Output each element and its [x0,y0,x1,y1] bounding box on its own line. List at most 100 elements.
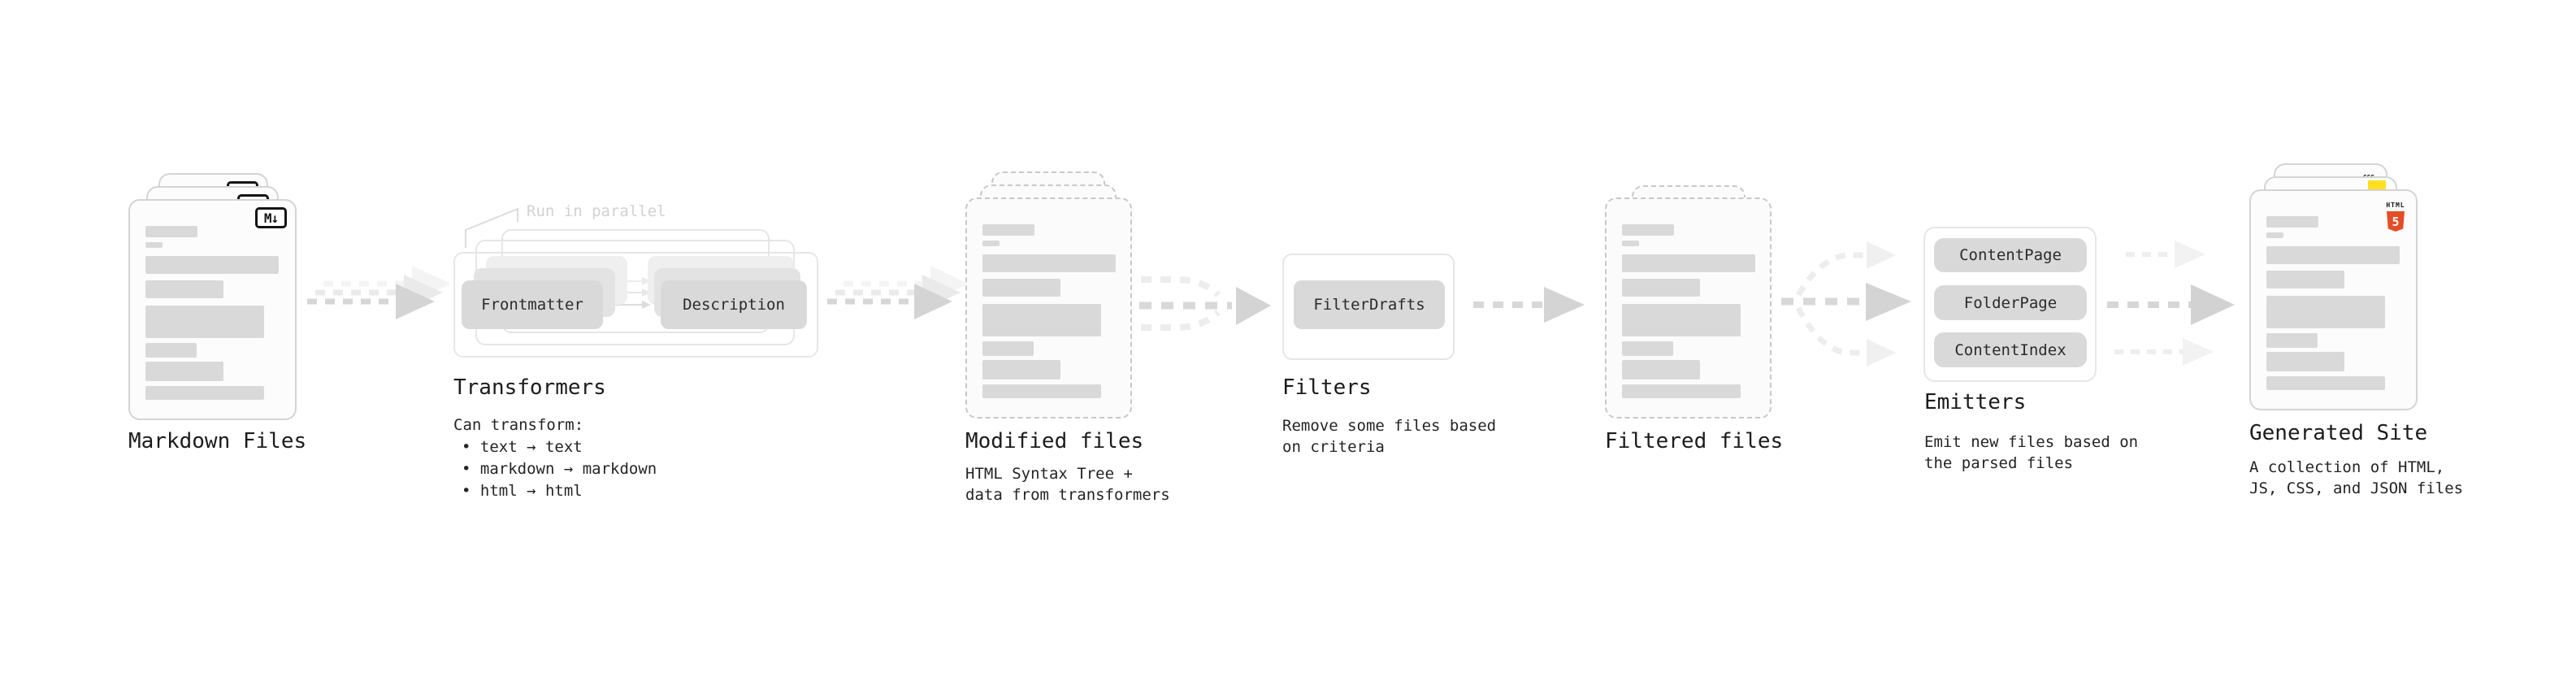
arrow-head [1867,339,1896,367]
arrow-head [1544,287,1585,323]
description-line: data from transformers [965,486,1170,504]
stage-title-transformers: Transformers [453,375,606,400]
content-line-bar [2266,232,2283,238]
stage-title-emitters: Emitters [1924,390,2027,414]
arrow-head [930,266,969,301]
content-line-bar [1622,360,1700,380]
frontmatter-transformer-box: Frontmatter [462,280,603,329]
arrow-ghost-layer [323,266,451,301]
arrow-ghost-layer [835,275,961,310]
content-line-bar [1622,384,1741,398]
arrow-head [404,275,443,310]
arrow-head [2183,338,2214,366]
arrow-ghost-layer [843,266,969,301]
arrow-head [2191,284,2235,325]
content-line-bar [1622,224,1674,236]
content-line-bar [982,384,1101,398]
stage-title-filtered-files: Filtered files [1605,429,1784,453]
emitters-container [1923,227,2097,382]
content-line-bar [1622,254,1755,272]
branch-dashed-curve [1141,276,1221,297]
content-line-bar [1622,279,1700,297]
content-line-bar [982,241,1000,246]
content-line-bar [982,360,1060,380]
content-line-bar [1622,241,1639,246]
transform-bullet: • html → html [462,482,583,500]
content-line-bar [145,242,163,248]
transformers-container-front [453,252,818,358]
arrow-head [2175,241,2205,268]
markdown-file-front: M↓ [128,199,297,420]
content-line-bar [2266,246,2400,264]
content-line-bar [1622,304,1741,336]
arrow-modified-to-filters-fan-in [1139,276,1271,331]
generated-file-html: HTML 5 [2249,189,2418,410]
content-line-bar [2266,271,2344,288]
filtered-file-front [1605,197,1772,419]
stage-title-modified-files: Modified files [965,429,1144,453]
html5-icon: HTML 5 [2386,195,2405,232]
arrow-head [922,275,961,310]
content-line-bar [145,306,264,338]
description-line: the parsed files [1924,454,2074,472]
description-line: Emit new files based on [1924,433,2139,451]
content-line-bar [982,254,1116,272]
content-line-bar [982,279,1060,297]
content-line-bar [2266,333,2318,348]
content-line-bar [145,280,223,298]
arrow-markdown-to-transformers [307,266,451,319]
content-line-bar [145,343,197,358]
content-line-bar [145,362,223,381]
content-line-bar [2266,216,2318,228]
folderpage-emitter-box: FolderPage [1934,285,2087,320]
arrow-transformers-to-modified [827,266,969,319]
arrows-emitters-to-generated [2107,241,2235,366]
html5-icon-shield: 5 [2387,211,2405,232]
arrow-ghost-layer [315,275,443,310]
arrow-head [396,284,435,319]
content-line-bar [145,386,264,400]
content-line-bar [1622,341,1673,356]
content-line-bar [982,341,1034,356]
filterdrafts-filter-box: FilterDrafts [1294,280,1445,329]
filters-container [1282,254,1455,360]
content-line-bar [982,224,1034,236]
arrow-head [412,266,451,301]
modified-files-description: HTML Syntax Tree + data from transformer… [965,463,1170,505]
description-line: JS, CSS, and JSON files [2249,479,2464,497]
contentindex-emitter-box: ContentIndex [1934,332,2087,367]
content-line-bar [2266,352,2344,371]
content-line-bar [145,226,197,237]
description-line: Remove some files based [1282,417,1497,435]
markdown-icon: M↓ [255,207,287,228]
arrow-head [1236,287,1271,325]
run-in-parallel-note: Run in parallel [527,202,666,220]
transformers-description: Can transform: • text → text • markdown … [453,414,657,502]
stage-title-generated-site: Generated Site [2249,421,2428,445]
content-line-bar [145,256,279,274]
arrow-head [914,284,952,319]
generated-site-description: A collection of HTML, JS, CSS, and JSON … [2249,457,2463,499]
content-line-bar [982,304,1101,336]
content-line-bar [2266,296,2385,328]
branch-dashed-curve [1795,252,1865,297]
content-line-bar [2266,376,2385,390]
can-transform-heading: Can transform: [453,416,584,434]
description-line: A collection of HTML, [2249,458,2445,476]
emitters-description: Emit new files based on the parsed files [1924,432,2138,474]
branch-dashed-curve [1141,310,1221,331]
description-transformer-box: Description [661,280,807,329]
filters-description: Remove some files based on criteria [1282,415,1496,458]
transform-bullet: • markdown → markdown [462,460,657,478]
arrow-head [1866,283,1911,321]
stage-title-markdown-files: Markdown Files [128,429,307,453]
arrow-head [1867,241,1896,269]
transform-bullet: • text → text [462,438,583,456]
html5-icon-label: HTML [2386,202,2405,209]
modified-file-front [965,197,1132,419]
description-line: HTML Syntax Tree + [965,465,1133,483]
contentpage-emitter-box: ContentPage [1934,238,2087,272]
arrow-filtered-to-emitters-fan-out [1781,241,1911,367]
description-line: on criteria [1282,438,1385,456]
